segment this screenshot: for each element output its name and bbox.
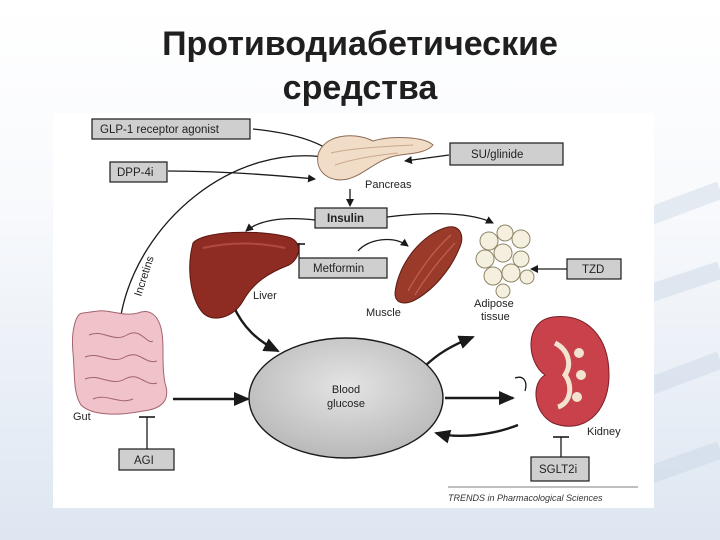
kidney-illustration bbox=[530, 316, 610, 427]
diagram-panel: Pancreas Liver Muscle Adipose tissue Gut bbox=[53, 113, 654, 508]
pancreas-label: Pancreas bbox=[365, 179, 412, 191]
arrow-su-to-pancreas bbox=[404, 154, 450, 165]
incretins-label: Incretins bbox=[132, 254, 156, 298]
source-credit: TRENDS in Pharmacological Sciences bbox=[448, 493, 603, 503]
muscle-illustration bbox=[394, 226, 463, 304]
gut-label: Gut bbox=[73, 411, 91, 423]
drug-box-sglt2: SGLT2i bbox=[530, 456, 590, 482]
glp1-label: GLP-1 receptor agonist bbox=[100, 124, 220, 136]
arrow-kidney-to-blood bbox=[434, 423, 519, 444]
muscle-label: Muscle bbox=[366, 307, 401, 319]
gut-illustration bbox=[72, 310, 168, 415]
blood-glucose-ellipse bbox=[248, 337, 444, 459]
title-line-2: средства bbox=[282, 69, 438, 107]
arrow-blood-to-tissue bbox=[422, 335, 475, 369]
drug-box-glp1: GLP-1 receptor agonist bbox=[91, 118, 251, 140]
metformin-label: Metformin bbox=[313, 263, 364, 275]
drug-box-insulin: Insulin bbox=[314, 207, 388, 229]
adipose-label-line2: tissue bbox=[481, 311, 510, 323]
arrow-metformin-to-muscle bbox=[357, 238, 409, 252]
title-line-1: Противодиабетические bbox=[162, 25, 558, 63]
drug-box-metformin: Metformin bbox=[298, 257, 388, 279]
su-label: SU/glinide bbox=[471, 149, 523, 161]
blood-glucose-label-line2: glucose bbox=[327, 398, 365, 410]
dpp4-label: DPP-4i bbox=[117, 167, 153, 179]
pancreas-illustration bbox=[317, 135, 434, 181]
liver-illustration bbox=[189, 231, 300, 319]
tzd-label: TZD bbox=[582, 264, 604, 276]
liver-label: Liver bbox=[253, 290, 277, 302]
arrow-insulin-to-adipose bbox=[386, 212, 494, 224]
kidney-label: Kidney bbox=[587, 426, 621, 438]
drug-box-agi: AGI bbox=[118, 448, 175, 471]
blood-glucose-label-line1: Blood bbox=[332, 384, 360, 396]
adipose-label-line1: Adipose bbox=[474, 298, 514, 310]
antidiabetic-drugs-diagram: Pancreas Liver Muscle Adipose tissue Gut bbox=[72, 118, 638, 503]
arrow-incretins bbox=[120, 152, 332, 316]
insulin-label: Insulin bbox=[327, 213, 364, 225]
agi-label: AGI bbox=[134, 455, 154, 467]
connector-kidney-tail bbox=[514, 376, 527, 392]
drug-box-dpp4: DPP-4i bbox=[109, 161, 168, 183]
drug-box-tzd: TZD bbox=[566, 258, 622, 280]
arrow-dpp4-to-pancreas bbox=[167, 170, 316, 183]
adipose-illustration bbox=[475, 224, 535, 299]
arrow-liver-to-blood bbox=[231, 304, 280, 353]
slide-title: Противодиабетические средства bbox=[60, 22, 660, 110]
sglt2-label: SGLT2i bbox=[539, 464, 577, 476]
arrow-insulin-to-liver bbox=[245, 217, 316, 232]
drug-box-su: SU/glinide bbox=[449, 142, 564, 166]
